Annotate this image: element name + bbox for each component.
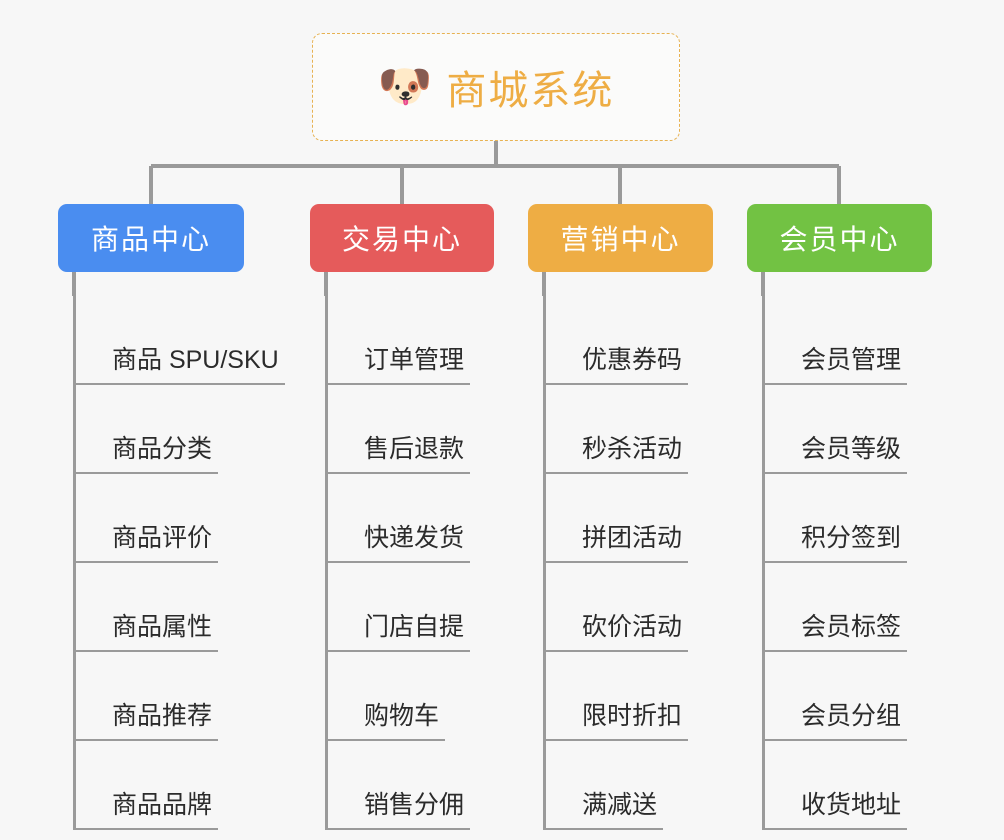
leaf-label: 销售分佣 [328,785,471,830]
list-item[interactable]: 优惠券码 [546,296,713,385]
list-item[interactable]: 售后退款 [328,385,494,474]
list-item[interactable]: 购物车 [328,652,494,741]
root-title: 商城系统 [446,69,615,113]
list-item[interactable]: 秒杀活动 [546,385,713,474]
leaf-label: 商品 SPU/SKU [76,340,285,385]
leaf-label: 商品分类 [76,429,219,474]
branch-header-1[interactable]: 交易中心 [310,204,494,272]
branch-column-0: 商品中心 商品 SPU/SKU 商品分类 商品评价 商品属性 商品推荐 商品品牌 [58,204,285,830]
leaf-label: 商品推荐 [76,696,219,741]
list-item[interactable]: 拼团活动 [546,474,713,563]
list-item[interactable]: 砍价活动 [546,563,713,652]
leaf-list-0: 商品 SPU/SKU 商品分类 商品评价 商品属性 商品推荐 商品品牌 [73,294,285,830]
list-item[interactable]: 会员等级 [765,385,932,474]
leaf-label: 商品品牌 [76,785,219,830]
leaf-label: 砍价活动 [546,607,689,652]
leaf-label: 收货地址 [765,785,908,830]
branch-column-3: 会员中心 会员管理 会员等级 积分签到 会员标签 会员分组 收货地址 [747,204,932,830]
root-node[interactable]: 🐶 商城系统 [312,33,680,141]
shiba-dog-face-icon: 🐶 [377,62,433,111]
list-item[interactable]: 销售分佣 [328,741,494,830]
leaf-label: 售后退款 [328,429,471,474]
leaf-label: 限时折扣 [546,696,689,741]
leaf-label: 会员标签 [765,607,908,652]
leaf-label: 会员等级 [765,429,908,474]
leaf-list-1: 订单管理 售后退款 快递发货 门店自提 购物车 销售分佣 [325,294,494,830]
leaf-label: 秒杀活动 [546,429,689,474]
list-item[interactable]: 门店自提 [328,563,494,652]
branch-header-3[interactable]: 会员中心 [747,204,932,272]
list-item[interactable]: 快递发货 [328,474,494,563]
list-item[interactable]: 限时折扣 [546,652,713,741]
leaf-label: 满减送 [546,785,664,830]
leaf-list-3: 会员管理 会员等级 积分签到 会员标签 会员分组 收货地址 [762,294,932,830]
leaf-list-2: 优惠券码 秒杀活动 拼团活动 砍价活动 限时折扣 满减送 [543,294,713,830]
leaf-label: 订单管理 [328,340,471,385]
leaf-label: 优惠券码 [546,340,689,385]
list-item[interactable]: 收货地址 [765,741,932,830]
leaf-label: 购物车 [328,696,446,741]
branch-column-1: 交易中心 订单管理 售后退款 快递发货 门店自提 购物车 销售分佣 [310,204,494,830]
list-item[interactable]: 商品分类 [76,385,244,474]
branch-header-label-0: 商品中心 [90,224,211,255]
leaf-label: 拼团活动 [546,518,689,563]
list-item[interactable]: 会员管理 [765,296,932,385]
list-item[interactable]: 商品推荐 [76,652,244,741]
list-item[interactable]: 积分签到 [765,474,932,563]
branch-header-2[interactable]: 营销中心 [528,204,713,272]
leaf-label: 门店自提 [328,607,471,652]
branch-column-2: 营销中心 优惠券码 秒杀活动 拼团活动 砍价活动 限时折扣 满减送 [528,204,713,830]
list-item[interactable]: 商品属性 [76,563,244,652]
leaf-label: 积分签到 [765,518,908,563]
branch-header-label-3: 会员中心 [779,224,900,255]
list-item[interactable]: 订单管理 [328,296,494,385]
leaf-label: 会员管理 [765,340,908,385]
leaf-label: 快递发货 [328,518,471,563]
list-item[interactable]: 商品评价 [76,474,244,563]
leaf-label: 商品评价 [76,518,219,563]
list-item[interactable]: 会员标签 [765,563,932,652]
branch-header-label-1: 交易中心 [341,224,462,255]
list-item[interactable]: 满减送 [546,741,713,830]
list-item[interactable]: 会员分组 [765,652,932,741]
list-item[interactable]: 商品品牌 [76,741,244,830]
leaf-label: 商品属性 [76,607,219,652]
list-item[interactable]: 商品 SPU/SKU [76,296,285,385]
leaf-label: 会员分组 [765,696,908,741]
branch-header-0[interactable]: 商品中心 [58,204,244,272]
branch-header-label-2: 营销中心 [560,224,681,255]
